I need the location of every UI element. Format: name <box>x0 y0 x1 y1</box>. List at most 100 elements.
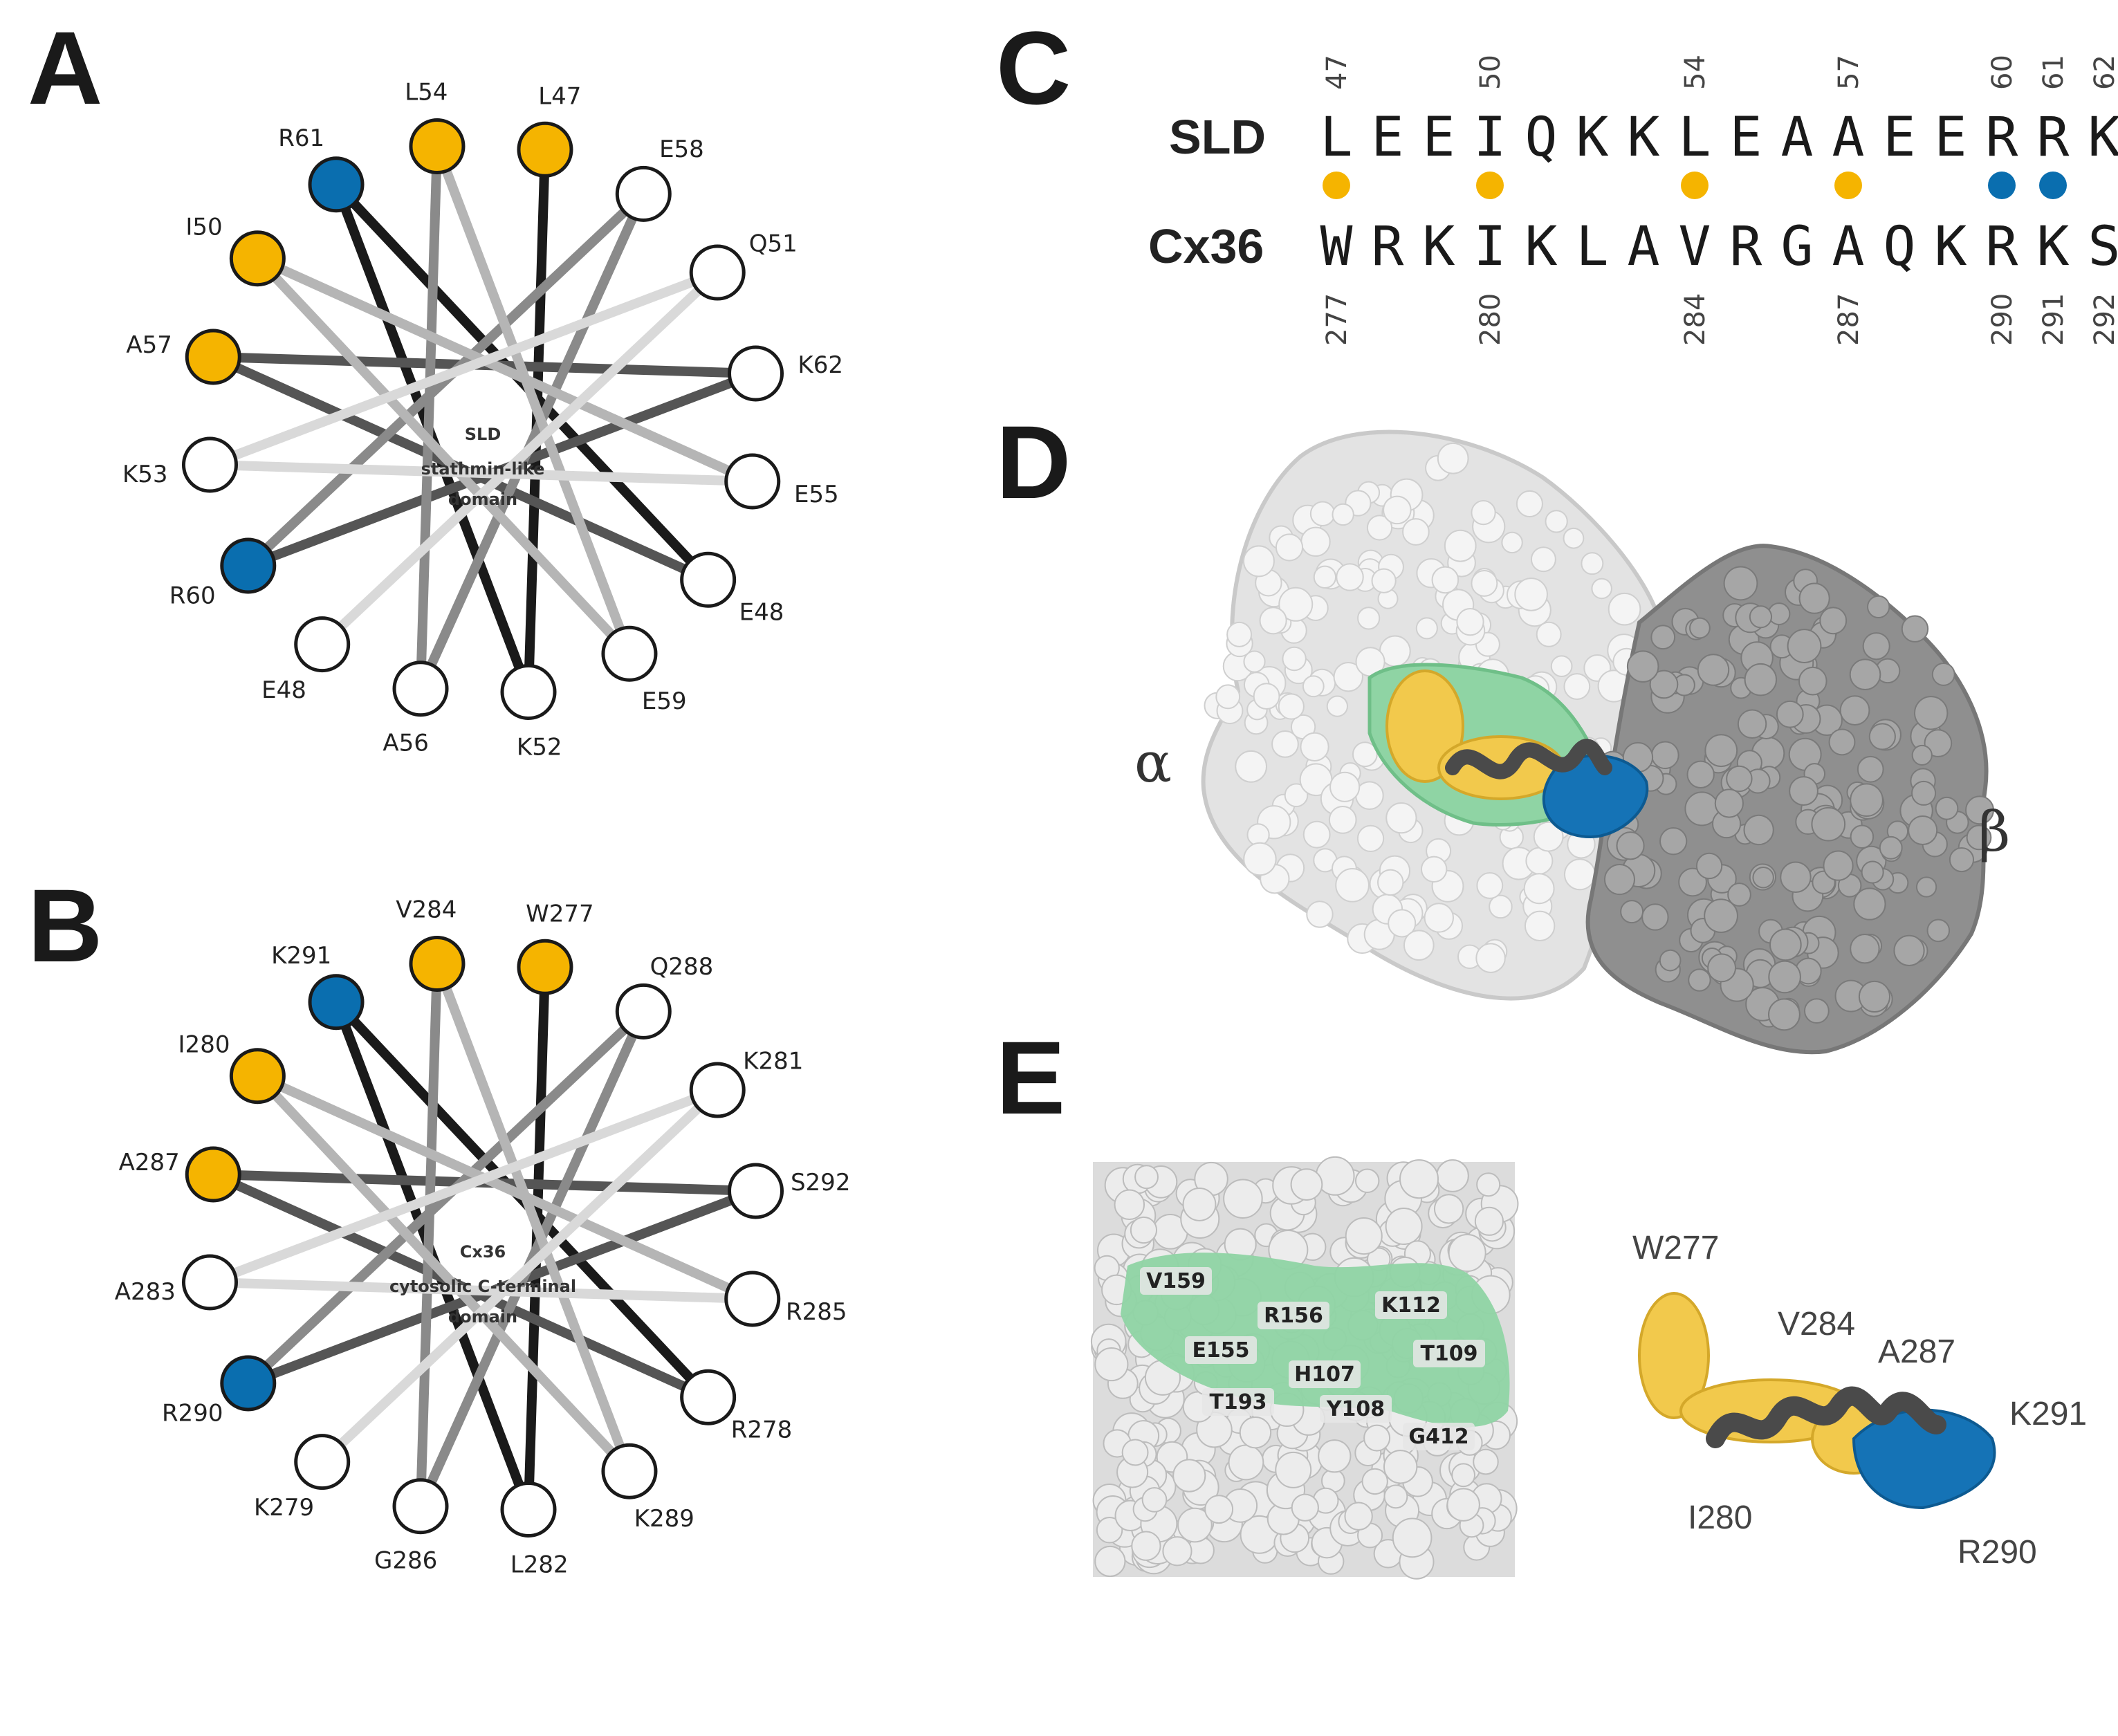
wheel-center-line-3: domain <box>448 490 517 509</box>
sld-residue-letter: L <box>1679 107 1711 169</box>
site-label: T109 <box>1420 1342 1477 1366</box>
atom <box>1723 566 1758 601</box>
residue-label: Q51 <box>749 230 798 258</box>
atom <box>1275 1451 1312 1488</box>
cx36-residue-letter: G <box>1781 216 1814 278</box>
sld-residue-letter: I <box>1474 107 1507 169</box>
peptide-ribbon <box>1445 739 1612 779</box>
sld-residue-letter: E <box>1372 107 1404 169</box>
site-label: K112 <box>1381 1293 1441 1318</box>
cx36-residue-letter: R <box>1730 216 1762 278</box>
atom <box>1737 709 1767 739</box>
wheel-connector <box>432 959 634 1477</box>
residue-circle <box>500 1481 557 1538</box>
residue-circle <box>517 121 573 178</box>
alpha-label: α <box>1134 730 1172 795</box>
wheel-center-line-1: SLD <box>465 425 501 444</box>
peptide-label-r290: R290 <box>1958 1534 2037 1571</box>
cx36-residue-letter: R <box>1986 216 2018 278</box>
residue-circle <box>724 1271 781 1327</box>
residue-circle <box>409 935 466 992</box>
atom <box>1302 675 1325 698</box>
atom <box>1858 980 1891 1013</box>
panel-letter-e: E <box>996 1019 1065 1136</box>
residue-circle <box>689 244 746 301</box>
atom <box>1853 887 1886 921</box>
atom <box>1471 500 1496 526</box>
site-label-box <box>1202 1388 1274 1416</box>
atom <box>1649 670 1679 699</box>
atom <box>1345 1217 1383 1255</box>
residue-circle <box>392 661 449 717</box>
residue-label: I280 <box>178 1031 230 1058</box>
sld-residue-letter: E <box>1423 107 1455 169</box>
cx36-residue-letter: K <box>2037 216 2070 278</box>
isolated-peptide: W277 V284 A287 K291 I280 R290 <box>1632 1230 2087 1571</box>
atom <box>1275 533 1304 562</box>
atom <box>1524 910 1556 941</box>
conservation-dot <box>1476 172 1504 199</box>
sld-residue-letter: K <box>1576 107 1609 169</box>
residue-circle <box>601 625 658 682</box>
atom <box>1383 1484 1408 1509</box>
atom <box>1608 592 1641 626</box>
atom <box>1392 1517 1433 1558</box>
wheel-connector <box>252 1071 634 1477</box>
peptide-label-w277: W277 <box>1632 1230 1719 1266</box>
wheel-connector <box>317 268 723 649</box>
residue-circle <box>294 616 351 673</box>
atom <box>1475 943 1506 973</box>
residue-circle <box>308 156 365 213</box>
residue-circle <box>500 664 557 721</box>
cx36-residue-letter: K <box>1423 216 1455 278</box>
wheel-connector <box>252 1071 757 1304</box>
atom <box>1376 869 1404 896</box>
atom <box>1278 587 1314 622</box>
atom <box>1727 883 1751 907</box>
residue-label: K279 <box>254 1494 314 1522</box>
atom <box>1114 1189 1145 1221</box>
wheel-center-line-2: stathmin-like <box>421 459 545 479</box>
panel-letter-b: B <box>28 867 102 984</box>
beta-label: β <box>1978 800 2010 864</box>
atom <box>1354 1168 1380 1193</box>
site-label: H107 <box>1294 1363 1355 1387</box>
wheel-connector <box>205 268 723 470</box>
atom <box>1678 867 1707 897</box>
wheel-connector <box>416 959 442 1511</box>
atom <box>1371 568 1397 593</box>
atom <box>1768 998 1801 1031</box>
atom <box>1253 683 1280 710</box>
atom <box>1893 934 1925 966</box>
residue-circle <box>392 1478 449 1535</box>
residue-label: R285 <box>786 1298 847 1326</box>
wheel-connector <box>317 1085 723 1467</box>
residue-label: E48 <box>739 599 784 627</box>
atom <box>1366 515 1393 541</box>
atom <box>1861 860 1884 884</box>
atom <box>1850 824 1875 849</box>
atom <box>1431 566 1459 594</box>
conservation-dot <box>1323 172 1350 199</box>
atom <box>1313 565 1337 589</box>
residue-circle <box>724 453 781 510</box>
residue-label: W277 <box>526 900 594 927</box>
cx36-position-number: 287 <box>1833 293 1865 346</box>
atom <box>1420 856 1448 883</box>
site-label: T193 <box>1209 1390 1267 1414</box>
peptide-blue <box>1542 754 1649 839</box>
atom <box>1811 806 1846 842</box>
atom <box>1620 900 1644 924</box>
residue-label: L54 <box>405 79 448 107</box>
atom <box>1931 663 1955 686</box>
atom <box>1357 607 1381 630</box>
atom <box>1704 734 1738 768</box>
atom <box>1581 552 1604 575</box>
atom <box>1278 693 1305 720</box>
atom <box>1094 1545 1126 1578</box>
atom <box>1850 934 1880 964</box>
panel-letter-a: A <box>28 10 102 126</box>
residue-label: G286 <box>374 1547 437 1575</box>
panel-letter-d: D <box>996 404 1071 520</box>
